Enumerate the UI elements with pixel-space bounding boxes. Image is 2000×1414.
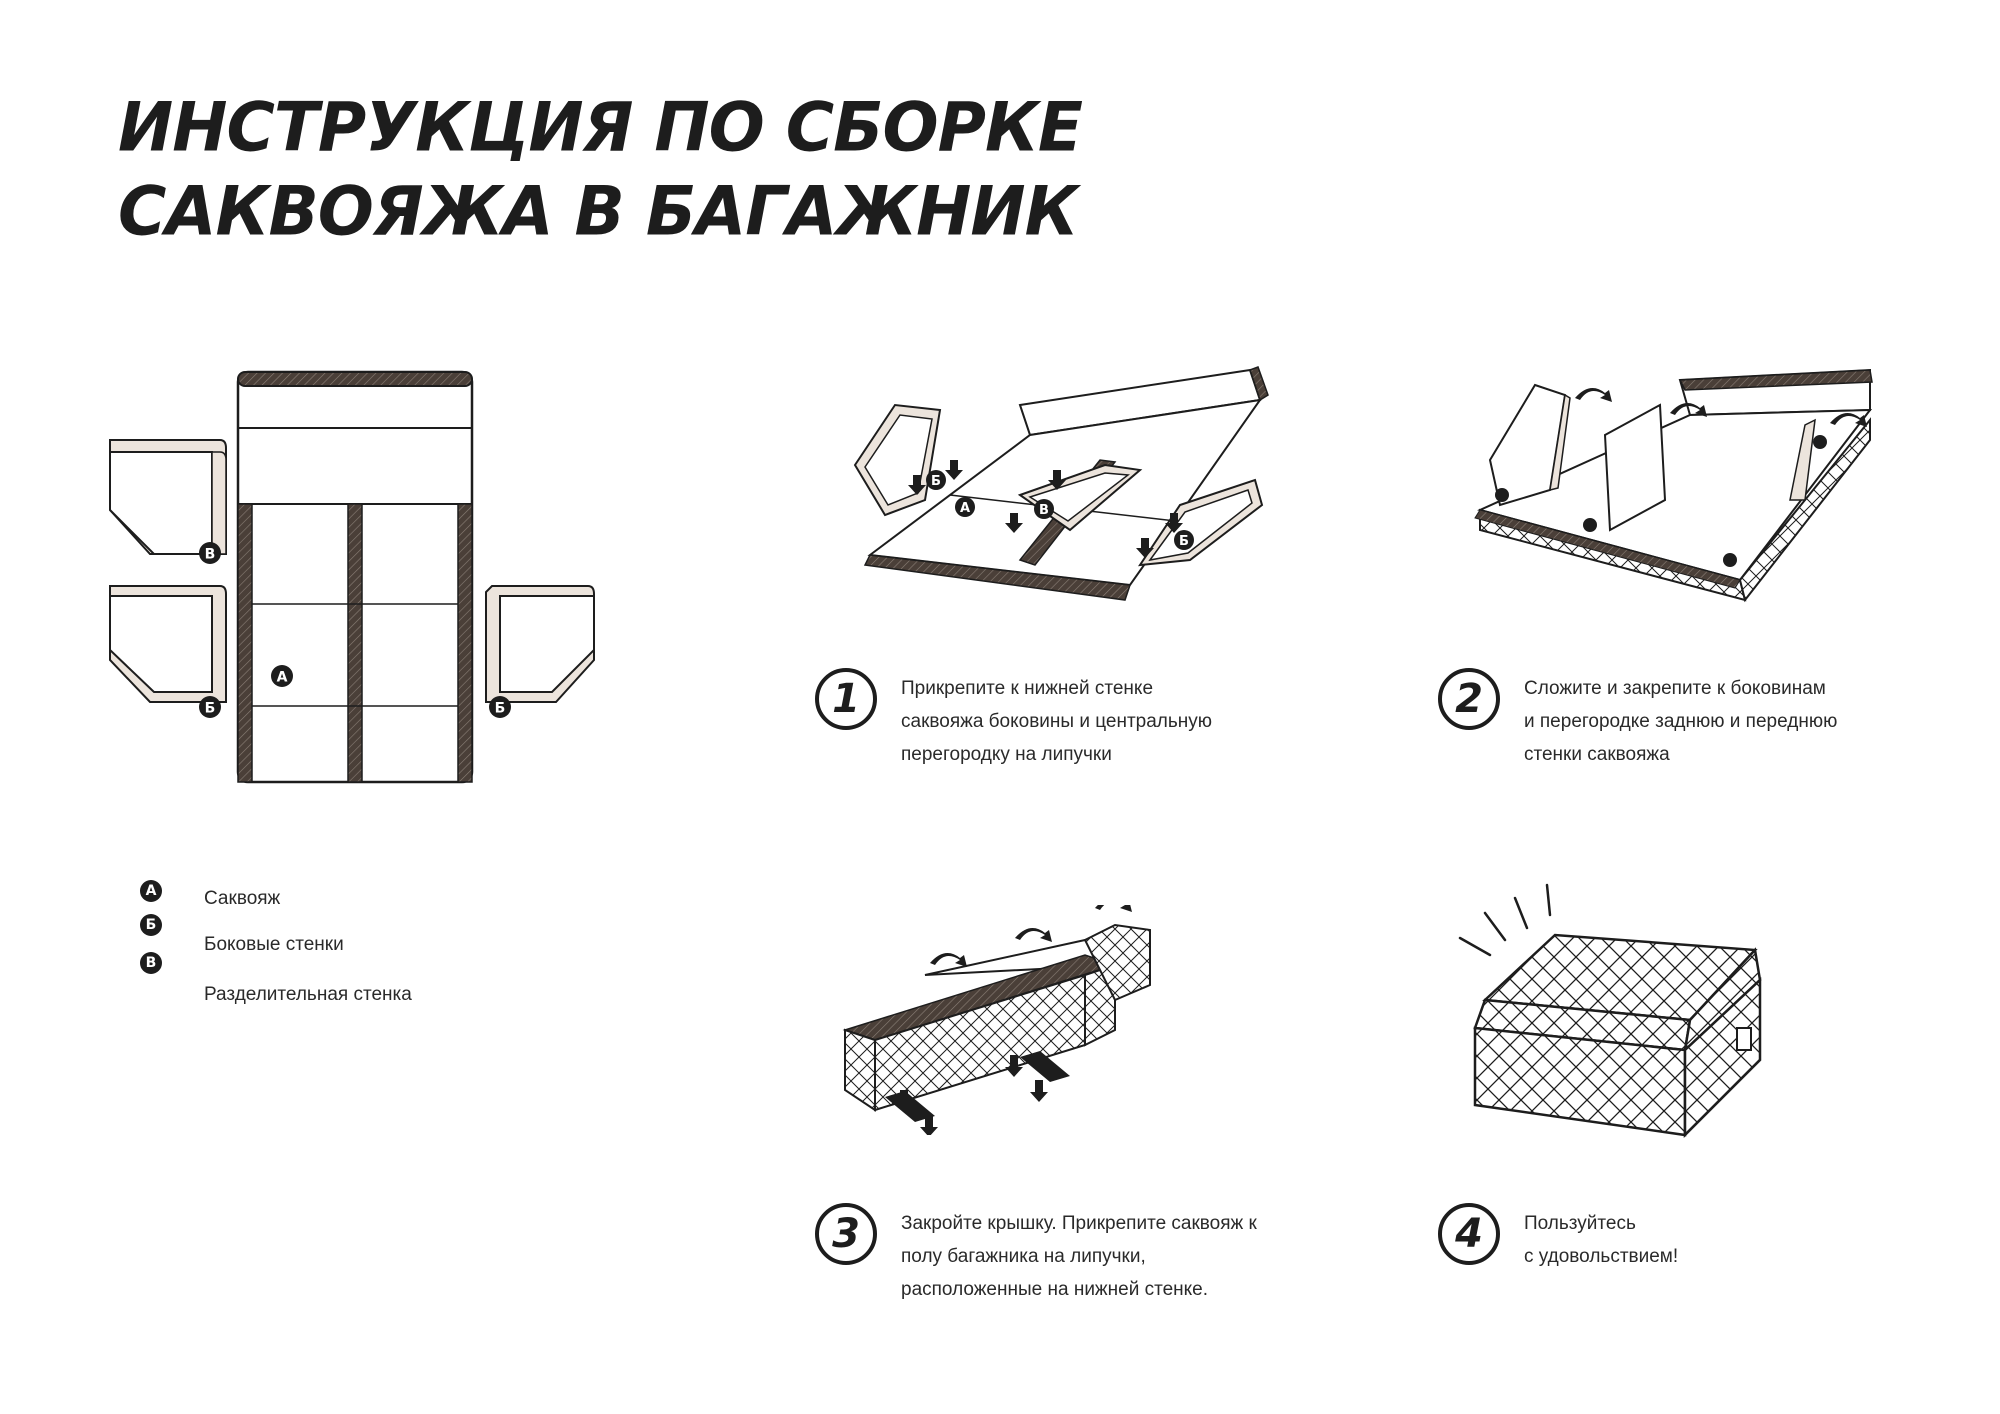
side-wall-right <box>486 586 594 702</box>
step-4-number: 4 <box>1438 1203 1500 1265</box>
step-1-line-3: перегородку на липучки <box>901 738 1212 771</box>
step-4-illustration <box>1455 880 1795 1150</box>
legend-item-divider: В Разделительная стенка <box>140 952 540 982</box>
legend-badge-b: Б <box>140 914 162 936</box>
marker-a-text: А <box>277 670 288 686</box>
step-3-text: Закройте крышку. Прикрепите саквояж к по… <box>901 1207 1257 1306</box>
step-1-marker-b-1: Б <box>931 474 941 489</box>
legend-label-bag: Саквояж <box>204 888 280 910</box>
marker-b-circle-right: Б <box>489 696 511 718</box>
step-1-marker-b-2: Б <box>1179 534 1189 549</box>
step-4-text: Пользуйтесь с удовольствием! <box>1524 1207 1678 1273</box>
step-1-line-1: Прикрепите к нижней стенке <box>901 672 1212 705</box>
step-1-illustration: Б А В Б <box>850 365 1280 645</box>
step-3-line-2: полу багажника на липучки, <box>901 1240 1257 1273</box>
step-2-line-3: стенки саквояжа <box>1524 738 1837 771</box>
marker-b-text-right: Б <box>495 701 506 717</box>
legend-item-bag: А Саквояж <box>140 880 540 910</box>
step-2-number: 2 <box>1438 668 1500 730</box>
side-wall-left <box>110 586 226 702</box>
step-3-line-1: Закройте крышку. Прикрепите саквояж к <box>901 1207 1257 1240</box>
step-1-marker-a: А <box>960 501 970 516</box>
step-2-illustration <box>1460 360 1880 610</box>
legend-badge-a: А <box>140 880 162 902</box>
step-3-number: 3 <box>815 1203 877 1265</box>
step-3-line-3: расположенные на нижней стенке. <box>901 1273 1257 1306</box>
legend-badge-v: В <box>140 952 162 974</box>
step-1-line-2: саквояжа боковины и центральную <box>901 705 1212 738</box>
marker-v-circle: В <box>199 542 221 564</box>
step-1-text: Прикрепите к нижней стенке саквояжа боко… <box>901 672 1212 771</box>
step-1-marker-v: В <box>1039 503 1049 518</box>
unfolded-layout-diagram: В Б Б А <box>100 360 620 800</box>
step-4-line-2: с удовольствием! <box>1524 1240 1678 1273</box>
step-2-line-2: и перегородке заднюю и переднюю <box>1524 705 1837 738</box>
marker-a-circle: А <box>271 665 293 687</box>
marker-b-circle-left: Б <box>199 696 221 718</box>
step-2-line-1: Сложите и закрепите к боковинам <box>1524 672 1837 705</box>
legend-label-divider: Разделительная стенка <box>204 984 412 1006</box>
step-3-illustration <box>835 905 1175 1135</box>
step-1-number: 1 <box>815 668 877 730</box>
step-4-line-1: Пользуйтесь <box>1524 1207 1678 1240</box>
divider-wall-panel <box>110 440 226 554</box>
step-2-text: Сложите и закрепите к боковинам и перего… <box>1524 672 1837 771</box>
bag-base-panel <box>238 372 472 782</box>
marker-b-text-left: Б <box>205 701 216 717</box>
legend-item-side-walls: Б Боковые стенки <box>140 918 540 948</box>
page-title: ИНСТРУКЦИЯ ПО СБОРКЕ САКВОЯЖА В БАГАЖНИК <box>118 86 1082 253</box>
marker-v-text: В <box>205 547 216 563</box>
title-line-2: САКВОЯЖА В БАГАЖНИК <box>118 170 1082 254</box>
title-line-1: ИНСТРУКЦИЯ ПО СБОРКЕ <box>118 86 1082 170</box>
